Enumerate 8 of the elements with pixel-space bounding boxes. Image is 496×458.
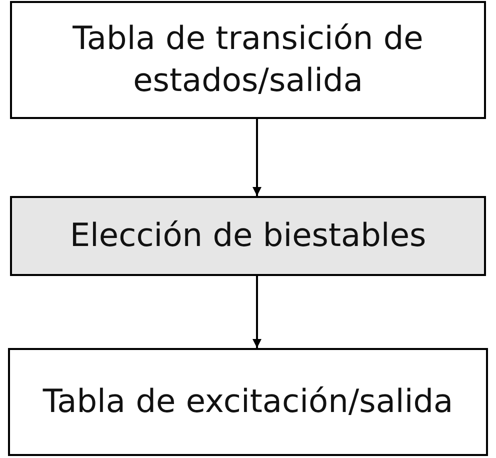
- arrow: [252, 119, 262, 196]
- process-box: [10, 196, 486, 276]
- process-box: [8, 348, 488, 456]
- box-label: Elección de biestables: [70, 215, 426, 256]
- process-box: [10, 1, 486, 119]
- box-label: Tabla de transición de estados/salida: [72, 18, 424, 101]
- arrow: [252, 276, 262, 348]
- box-label: Tabla de excitación/salida: [42, 381, 454, 422]
